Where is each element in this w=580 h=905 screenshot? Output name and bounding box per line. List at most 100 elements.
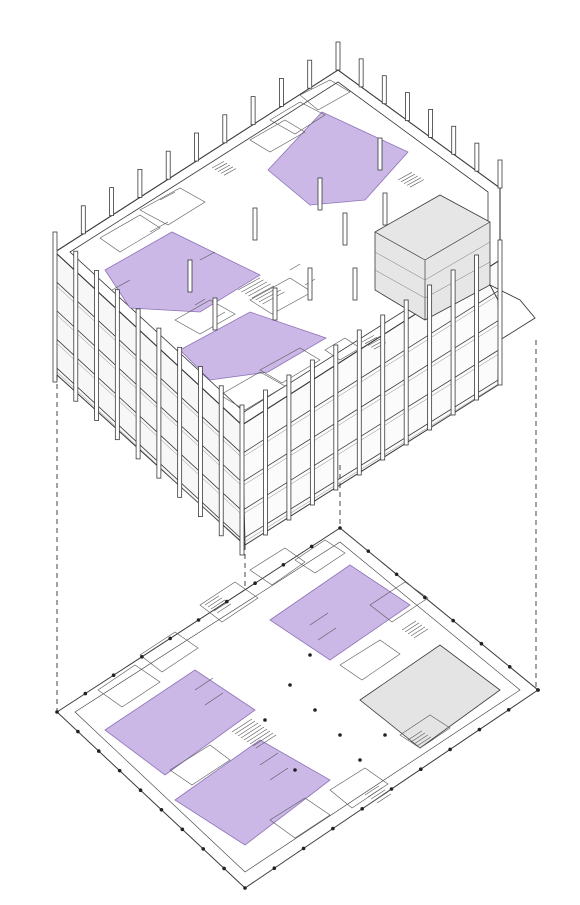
column: [222, 114, 228, 144]
plan-stair-tread: [410, 732, 426, 743]
plan-column-dots: [55, 526, 540, 890]
column-dot: [506, 708, 511, 712]
column-dot: [76, 729, 80, 734]
column-dot: [331, 826, 335, 831]
column: [109, 187, 114, 217]
plan-partitions: [97, 539, 451, 839]
column-dot: [117, 768, 122, 773]
column: [286, 374, 292, 521]
column: [474, 142, 480, 172]
column-dot: [358, 758, 362, 762]
plan-stair-tread: [419, 738, 435, 749]
column-dot: [383, 733, 387, 737]
plan-stair-tread: [204, 595, 220, 606]
plan-stair-tread: [207, 597, 223, 608]
column: [307, 267, 313, 301]
stair-tread: [406, 177, 422, 186]
column: [317, 177, 323, 211]
stair-tread: [214, 162, 228, 171]
column: [403, 299, 409, 446]
column-dot: [253, 581, 257, 585]
stair-tread: [409, 179, 425, 188]
column-dot: [479, 641, 484, 646]
column: [135, 308, 141, 460]
column: [52, 231, 58, 383]
plan-stair-tread: [240, 724, 262, 739]
column: [427, 284, 433, 431]
column-dot: [201, 847, 206, 851]
plan-stair-tread: [373, 791, 389, 802]
column: [137, 168, 143, 198]
stair-tread: [220, 166, 234, 174]
column: [474, 254, 479, 401]
plan-stairs: [204, 595, 435, 804]
stair-tread: [367, 338, 381, 346]
column-dot: [180, 827, 185, 832]
plan-highlight-left: [104, 669, 256, 776]
column-dot: [83, 691, 88, 696]
stair-tread: [397, 172, 413, 181]
column: [156, 327, 162, 479]
columns: [52, 41, 503, 556]
plan-atrium: [359, 644, 501, 749]
column: [333, 344, 339, 491]
column-dot: [389, 787, 394, 791]
column-dot: [196, 618, 201, 622]
plan-highlight-bottom: [174, 739, 331, 846]
column-dot: [159, 807, 164, 812]
room-partitions: [99, 79, 361, 411]
plan-stair-tread: [231, 718, 253, 733]
stair-tread: [251, 285, 275, 299]
column: [80, 205, 86, 235]
stair-tread: [403, 175, 419, 184]
plan-stair-tread: [210, 599, 226, 610]
column: [177, 346, 183, 498]
column: [239, 404, 245, 556]
column: [451, 125, 457, 155]
column: [263, 389, 268, 536]
column-dot: [451, 618, 455, 623]
plan-inner-outline: [74, 541, 521, 873]
column-dot: [338, 526, 342, 530]
column: [380, 314, 386, 461]
plan-stair-tread: [404, 622, 420, 633]
column-dot: [225, 599, 229, 604]
plan-stair-tread: [401, 620, 417, 631]
plan-stair-tread: [234, 720, 256, 735]
plan-stair-tread: [370, 789, 386, 800]
stair-tread: [248, 283, 271, 297]
column-dot: [55, 710, 59, 714]
column-dot: [366, 549, 371, 553]
stair-tread: [241, 279, 264, 293]
plan-stair-tread: [252, 732, 274, 747]
column-dot: [281, 563, 286, 567]
column: [272, 287, 278, 321]
stair-tread: [400, 173, 416, 183]
stair-tread: [237, 277, 261, 291]
column: [73, 250, 79, 402]
column-dot: [140, 655, 144, 659]
stairs-top: [211, 161, 430, 350]
plan-stair-tread: [407, 730, 423, 741]
column-dot: [293, 768, 297, 772]
column-dot: [168, 636, 172, 641]
column: [358, 58, 364, 88]
highlight-zone-left: [104, 231, 261, 313]
column-dot: [96, 749, 101, 753]
plan-stair-tread: [249, 730, 271, 745]
column-dot: [313, 708, 317, 712]
column-dot: [243, 886, 247, 890]
column: [497, 239, 503, 386]
column: [94, 270, 99, 421]
column-dot: [536, 688, 540, 692]
plan-stair-tread: [237, 722, 259, 737]
column: [194, 132, 199, 162]
stair-tread: [223, 168, 237, 176]
highlight-zone-center: [179, 311, 327, 381]
column-dot: [419, 767, 423, 771]
plan-stair-tread: [416, 736, 432, 747]
stair-tread: [361, 335, 375, 343]
column-dot: [111, 673, 116, 677]
column: [352, 267, 358, 301]
